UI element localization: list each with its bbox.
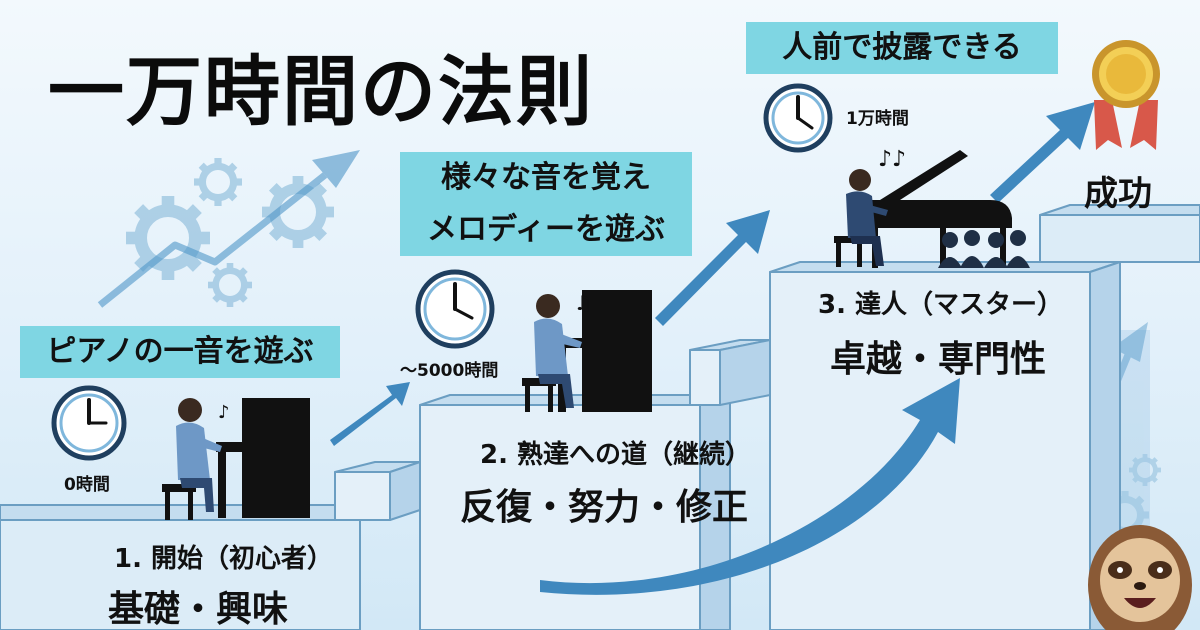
gold-medal-icon (1092, 40, 1160, 150)
trend-arrow-icon (330, 382, 410, 446)
trend-arrow-icon (990, 102, 1095, 203)
stage3-keywords: 卓越・専門性 (830, 339, 1047, 380)
goal-label: 成功 (1084, 174, 1152, 214)
stage1-hours: 0時間 (64, 475, 110, 495)
sloth-mascot-icon (1088, 525, 1192, 630)
stage1-banner: ピアノの一音を遊ぶ (20, 326, 340, 378)
upright-piano-player-icon: ♪ (162, 398, 310, 520)
music-note-icon: ♪ (218, 402, 230, 423)
trend-arrow-icon (97, 150, 360, 308)
stage2-label: 2. 熟達への道（継続） (480, 440, 752, 470)
trend-arrow-icon (655, 210, 770, 326)
clock-icon (763, 83, 833, 153)
stage2-banner: 様々な音を覚え メロディーを遊ぶ (400, 152, 692, 256)
music-note-icon: ♪♪ (878, 147, 906, 172)
stage3-banner: 人前で披露できる (746, 22, 1058, 74)
stage2-keywords: 反復・努力・修正 (460, 487, 749, 528)
upright-piano-player-icon: ♫ (522, 290, 652, 412)
stage2-banner-line2: メロディーを遊ぶ (427, 212, 665, 247)
clock-icon (51, 385, 127, 461)
music-note-icon: ♫ (574, 291, 592, 315)
clock-icon (415, 269, 495, 349)
stage1-keywords: 基礎・興味 (108, 589, 289, 630)
grand-piano-performer-icon: ♪♪ (834, 147, 1012, 268)
audience-icon (938, 230, 1030, 268)
stage1-label: 1. 開始（初心者） (114, 544, 334, 574)
stage3-label: 3. 達人（マスター） (818, 290, 1064, 320)
page-title: 一万時間の法則 (48, 47, 594, 136)
stage2-hours: 〜5000時間 (400, 361, 499, 381)
stage2-banner-line1: 様々な音を覚え (441, 160, 651, 195)
trend-arrow-icon (540, 378, 960, 595)
stage3-hours: 1万時間 (846, 109, 909, 129)
